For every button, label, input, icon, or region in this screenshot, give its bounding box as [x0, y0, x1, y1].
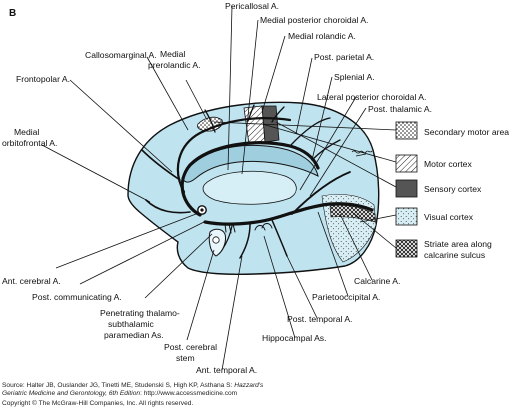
secondary-motor-area-zone	[197, 116, 223, 132]
label-post-thalamic: Post. thalamic A.	[368, 104, 432, 114]
label-post-cerebral-2: stem	[176, 353, 195, 363]
label-frontopolar: Frontopolar A.	[16, 74, 70, 84]
legend-item: Secondary motor area	[395, 121, 509, 140]
label-medial-prerolandic-1: Medial	[160, 49, 185, 59]
thalamus-region	[202, 170, 297, 205]
legend-label: Motor cortex	[424, 159, 472, 169]
source-credit-line2: Geriatric Medicine and Gerontology, 6th …	[2, 390, 237, 397]
label-hippocampal: Hippocampal As.	[262, 333, 327, 343]
label-lateral-posterior-choroidal: Lateral posterior choroidal A.	[317, 92, 426, 102]
legend-item: Visual cortex	[395, 207, 474, 226]
legend-swatch-secondary-motor	[395, 121, 418, 140]
label-medial-orbitofrontal-2: orbitofrontal A.	[2, 138, 57, 148]
leader-lines	[41, 5, 397, 371]
label-medial-rolandic: Medial rolandic A.	[288, 31, 356, 41]
label-post-communicating: Post. communicating A.	[32, 292, 122, 302]
artist-signature	[351, 150, 373, 157]
label-post-parietal: Post. parietal A.	[314, 52, 374, 62]
legend-item: Sensory cortex	[395, 179, 482, 198]
panel-letter: B	[9, 8, 16, 19]
legend-label: Visual cortex	[424, 212, 474, 222]
source-credit: Source: Halter JB, Ouslander JG, Tinetti…	[2, 382, 263, 389]
striate-area-zone	[329, 205, 376, 223]
copyright-notice: Copyright © The McGraw-Hill Companies, I…	[2, 400, 194, 407]
source-url: : http://www.accessmedicine.com	[140, 390, 238, 397]
label-calcarine: Calcarine A.	[354, 276, 400, 286]
legend-label: Striate area along	[424, 239, 492, 249]
label-ant-temporal: Ant. temporal A.	[196, 365, 257, 375]
legend-label-line2: calcarine sulcus	[424, 250, 485, 260]
label-callosomarginal: Callosomarginal A.	[85, 50, 157, 60]
mammillary-body	[212, 236, 220, 244]
label-post-temporal: Post. temporal A.	[287, 314, 352, 324]
legend-swatch-sensory	[395, 179, 418, 198]
sensory-cortex-zone	[261, 105, 280, 143]
legend-item: Motor cortex	[395, 154, 472, 173]
corpus-callosum	[181, 144, 319, 183]
label-penetrating-2: subthalamic	[108, 319, 155, 329]
legend-swatch-visual	[395, 207, 418, 226]
label-penetrating-3: paramedian As.	[104, 330, 164, 340]
legend-swatch-motor	[395, 154, 418, 173]
source-book-title: Hazzard's	[234, 382, 264, 389]
legend-label: Sensory cortex	[424, 184, 482, 194]
legend-swatch-striate	[395, 239, 418, 258]
legend-item: Striate area along calcarine sulcus	[395, 239, 492, 260]
label-medial-prerolandic-2: prerolandic A.	[148, 60, 201, 70]
label-penetrating-1: Penetrating thalamo-	[100, 308, 180, 318]
label-ant-cerebral: Ant. cerebral A.	[2, 276, 61, 286]
legend-label: Secondary motor area	[424, 127, 509, 137]
artery-network	[141, 104, 374, 259]
label-pericallosal: Pericallosal A.	[225, 1, 279, 11]
artery-labels: Pericallosal A. Medial posterior choroid…	[2, 1, 432, 375]
label-medial-posterior-choroidal: Medial posterior choroidal A.	[260, 15, 368, 25]
legend: Secondary motor area Motor cortex Sensor…	[395, 121, 509, 260]
source-book-title-2: Geriatric Medicine and Gerontology, 6th …	[2, 390, 141, 397]
label-parietooccipital: Parietooccipital A.	[312, 292, 380, 302]
label-splenial: Splenial A.	[334, 72, 375, 82]
label-post-cerebral-1: Post. cerebral	[164, 342, 217, 352]
carotid-lumen	[200, 208, 204, 212]
source-text: Source: Halter JB, Ouslander JG, Tinetti…	[2, 382, 235, 389]
label-medial-orbitofrontal-1: Medial	[14, 127, 39, 137]
